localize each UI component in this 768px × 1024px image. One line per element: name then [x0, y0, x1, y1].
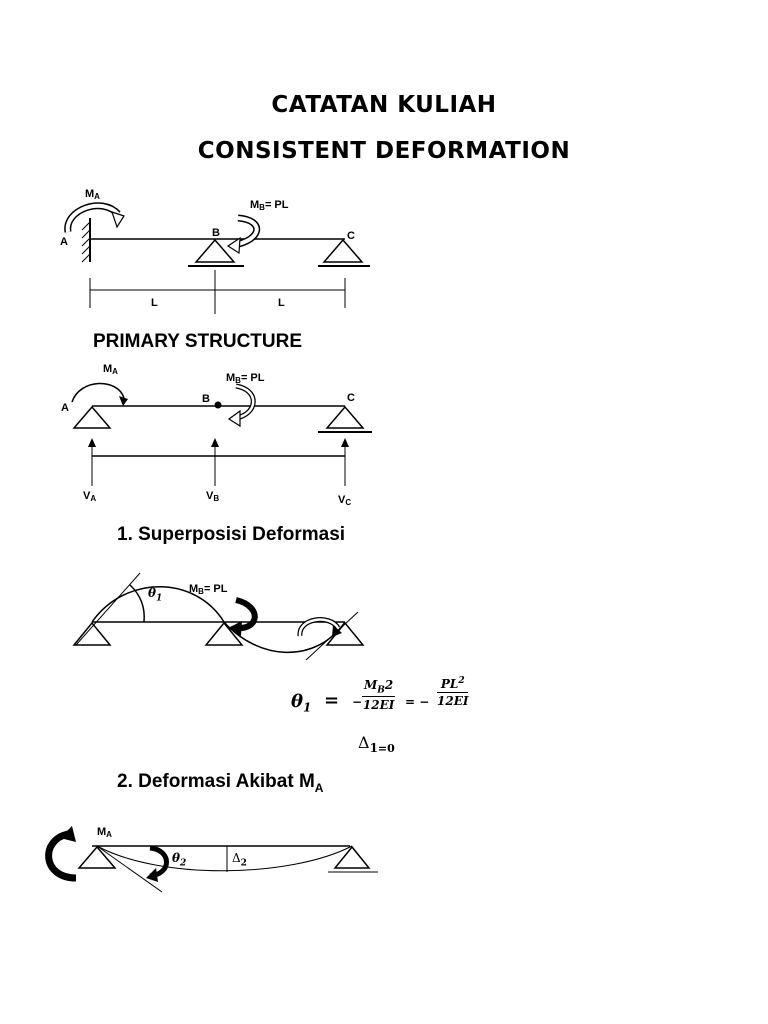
fig1-point-c-label: C: [347, 230, 355, 242]
equation-middle: = −: [405, 695, 430, 709]
section1-moment-b-label: MB= PL: [189, 583, 228, 596]
theta2-label: θ2: [172, 851, 187, 869]
title-line-1: CATATAN KULIAH: [271, 92, 497, 118]
title-line-2: CONSISTENT DEFORMATION: [197, 138, 571, 164]
fig1-moment-b-label: MB= PL: [250, 199, 289, 212]
equation-fraction-2: PL2 12EI: [437, 676, 469, 708]
fig1-span-right-label: L: [278, 297, 285, 309]
equation-minus-1: −: [352, 695, 363, 709]
section2-moment-a-label: MA: [97, 826, 112, 839]
equation-lhs: θ1: [291, 691, 312, 715]
primary-moment-b-label: MB= PL: [226, 372, 265, 385]
theta1-diagram-label: θ1: [148, 586, 163, 604]
primary-point-b-label: B: [202, 393, 210, 405]
primary-point-c-label: C: [347, 392, 355, 404]
primary-point-a-label: A: [61, 402, 69, 414]
fig1-point-b-label: B: [212, 227, 220, 239]
equation-fraction-1: MB2 12EI: [362, 678, 396, 713]
delta1-expression: Δ1=0: [358, 733, 395, 756]
reaction-va-label: VA: [83, 490, 97, 503]
primary-moment-a-label: MA: [103, 363, 118, 376]
fig1-moment-a-label: MA: [85, 188, 100, 201]
fig1-span-left-label: L: [151, 297, 158, 309]
delta2-label: Δ2: [232, 851, 247, 869]
fig1-point-a-label: A: [60, 236, 68, 248]
reaction-vc-label: VC: [338, 494, 352, 507]
reaction-vb-label: VB: [206, 490, 220, 503]
equation-equals: =: [324, 690, 340, 711]
section-2-heading: 2. Deformasi Akibat MA: [117, 771, 324, 795]
primary-structure-heading: PRIMARY STRUCTURE: [93, 331, 303, 352]
section-1-heading: 1. Superposisi Deformasi: [117, 524, 346, 545]
